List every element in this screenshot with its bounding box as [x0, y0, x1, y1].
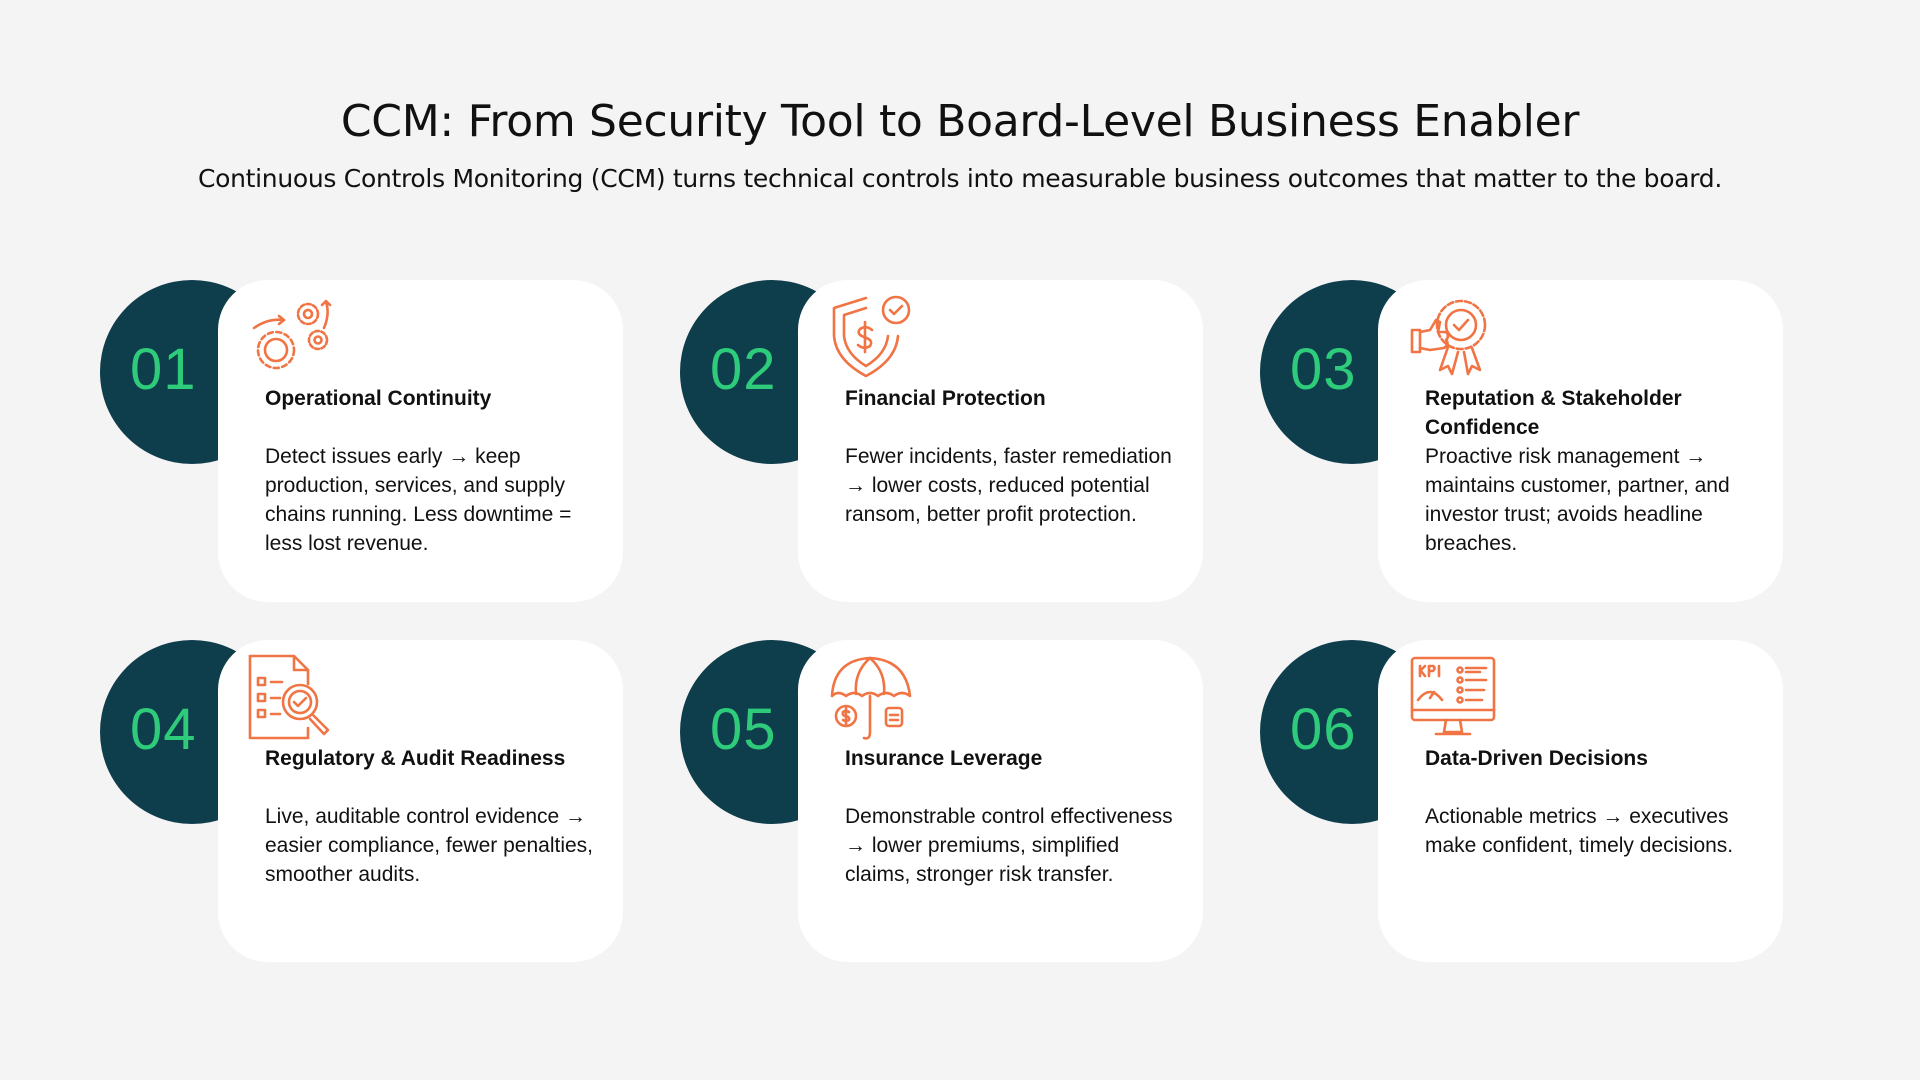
item-number: 01 [130, 337, 197, 402]
benefit-description: Fewer incidents, faster remediation → lo… [845, 445, 1172, 526]
benefit-item-5: 05 Insurance Leverage Demonstrable contr… [680, 640, 1210, 962]
benefit-card: Data-Driven Decisions Actionable metrics… [1378, 640, 1783, 962]
item-number: 03 [1290, 337, 1357, 402]
page-title: CCM: From Security Tool to Board-Level B… [340, 96, 1580, 147]
benefit-title: Data-Driven Decisions [1425, 747, 1648, 770]
kpi-dashboard-icon [1406, 652, 1496, 742]
shield-dollar-icon [826, 292, 916, 382]
benefit-item-6: 06 Data-Driven Decisions Actionable metr… [1260, 640, 1790, 962]
page-subtitle: Continuous Controls Monitoring (CCM) tur… [197, 164, 1723, 193]
benefit-card: Insurance Leverage Demonstrable control … [798, 640, 1203, 962]
gears-icon [246, 292, 336, 382]
benefit-item-3: 03 Reputation & Stakeholder Confidence P… [1260, 280, 1790, 602]
benefit-description: Detect issues early → keep production, s… [265, 445, 572, 555]
benefit-description: Actionable metrics → executives make con… [1425, 805, 1734, 857]
benefit-card: Operational Continuity Detect issues ear… [218, 280, 623, 602]
item-number: 06 [1290, 697, 1357, 762]
benefit-item-1: 01 Operational Continuity Detect issues … [100, 280, 630, 602]
benefit-item-2: 02 Financial Protection Fewer incidents,… [680, 280, 1210, 602]
benefit-title: Regulatory & Audit Readiness [265, 747, 566, 770]
item-number: 05 [710, 697, 777, 762]
benefit-title: Financial Protection [845, 387, 1046, 410]
benefit-title: Reputation & Stakeholder Confidence [1425, 387, 1682, 439]
benefit-title: Insurance Leverage [845, 747, 1043, 770]
benefit-card: Reputation & Stakeholder Confidence Proa… [1378, 280, 1783, 602]
benefit-description: Proactive risk management → maintains cu… [1425, 445, 1730, 555]
umbrella-icon [826, 652, 916, 742]
audit-checklist-icon [246, 652, 336, 742]
benefit-title: Operational Continuity [265, 387, 492, 410]
benefit-card: Regulatory & Audit Readiness Live, audit… [218, 640, 623, 962]
benefit-description: Demonstrable control effectiveness → low… [845, 805, 1173, 886]
item-number: 04 [130, 697, 197, 762]
thumbs-up-badge-icon [1406, 292, 1496, 382]
benefit-item-4: 04 Regulatory & Audit Readiness Live, au… [100, 640, 630, 962]
item-number: 02 [710, 337, 777, 402]
benefit-description: Live, auditable control evidence → easie… [265, 805, 594, 886]
benefit-card: Financial Protection Fewer incidents, fa… [798, 280, 1203, 602]
